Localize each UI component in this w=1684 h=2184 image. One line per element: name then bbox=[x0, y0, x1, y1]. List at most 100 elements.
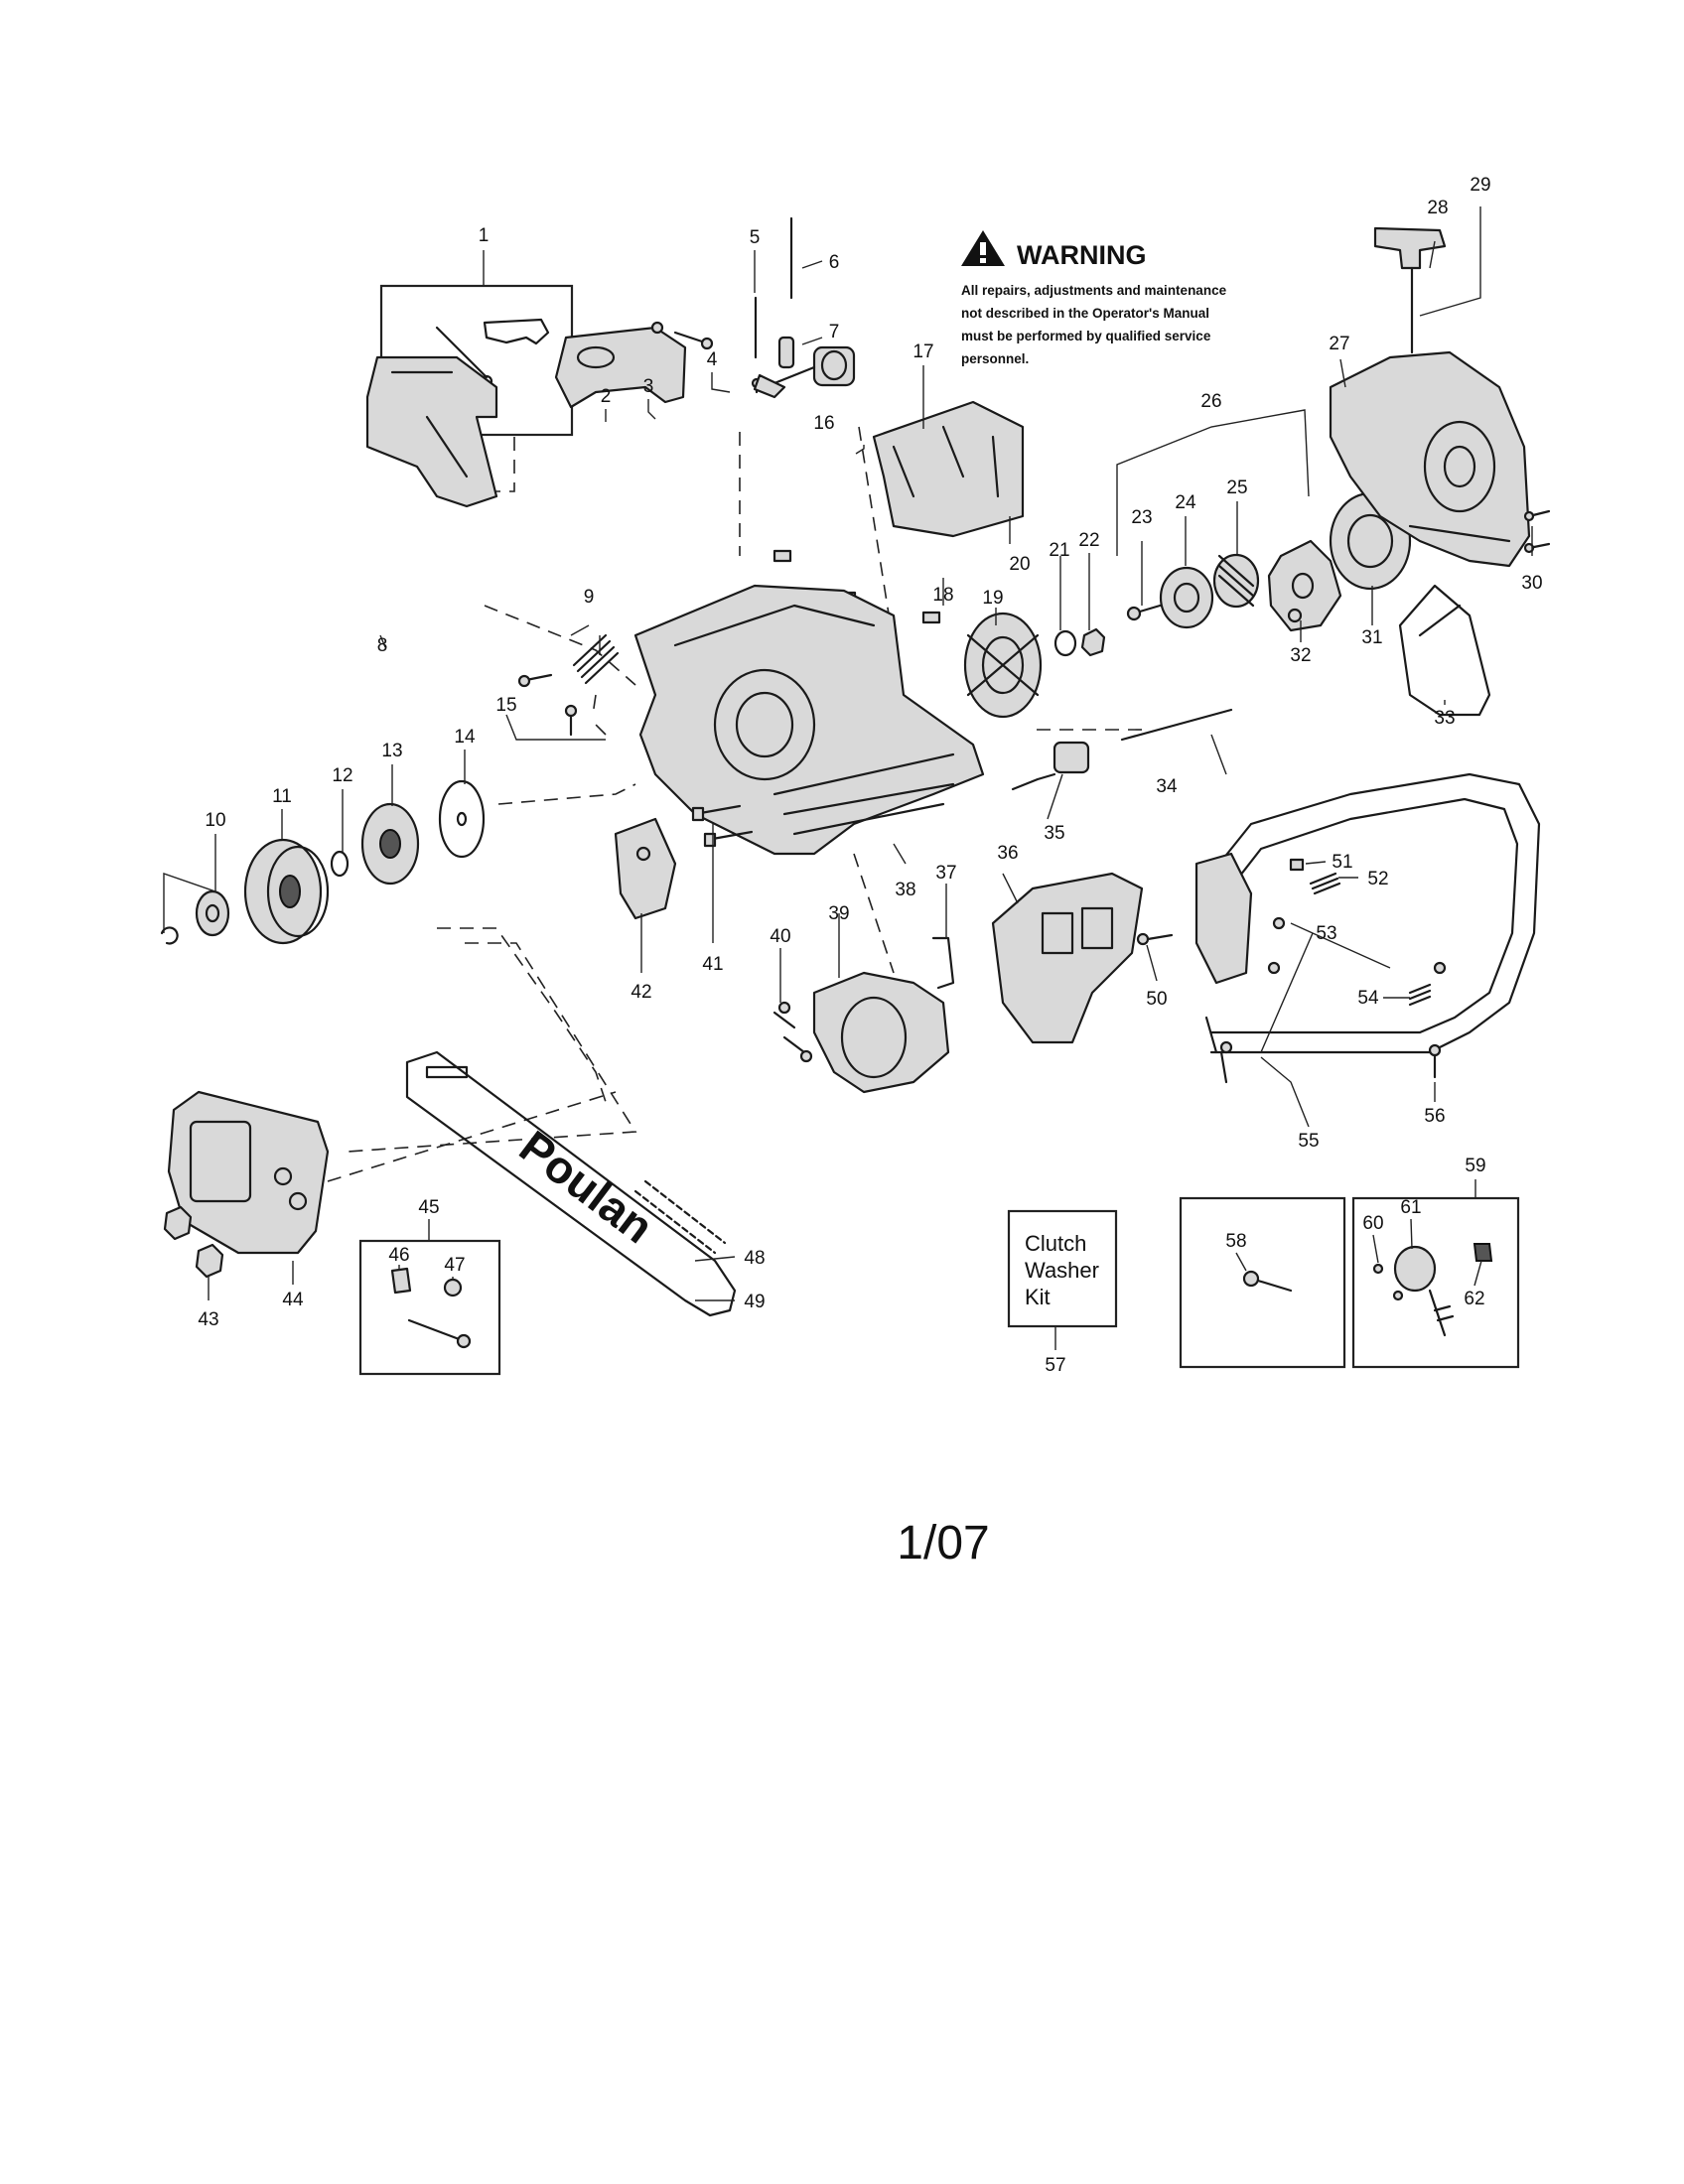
callout-39: 39 bbox=[828, 903, 849, 924]
part-46-adjuster bbox=[390, 1267, 412, 1295]
part-62-filter bbox=[1473, 1243, 1493, 1262]
part-37-clip bbox=[931, 936, 955, 990]
part-box-59 bbox=[1351, 1196, 1520, 1369]
callout-53: 53 bbox=[1316, 923, 1336, 944]
part-16-fuel-filter bbox=[753, 345, 856, 399]
part-3-screw bbox=[650, 321, 714, 350]
callout-42: 42 bbox=[631, 982, 651, 1003]
callout-38: 38 bbox=[895, 880, 915, 900]
part-61-oil-pump bbox=[1393, 1245, 1455, 1337]
part-19-flywheel bbox=[963, 612, 1043, 719]
kit-line-2: Washer bbox=[1025, 1258, 1099, 1283]
callout-34: 34 bbox=[1156, 776, 1178, 797]
part-41-bolts bbox=[691, 804, 754, 848]
warning-line-2: not described in the Operator's Manual bbox=[961, 306, 1209, 321]
callout-30: 30 bbox=[1521, 573, 1542, 594]
callout-22: 22 bbox=[1078, 530, 1099, 551]
callout-6: 6 bbox=[829, 252, 840, 273]
callout-28: 28 bbox=[1427, 198, 1448, 218]
part-39-oil-pump-cover bbox=[812, 971, 950, 1094]
part-35-fitting bbox=[1011, 741, 1090, 791]
callout-17: 17 bbox=[912, 341, 933, 362]
callout-54: 54 bbox=[1357, 988, 1379, 1009]
warning-line-3: must be performed by qualified service bbox=[961, 329, 1211, 343]
part-27-starter-housing bbox=[1329, 350, 1531, 568]
callout-32: 32 bbox=[1290, 645, 1311, 666]
callout-25: 25 bbox=[1226, 478, 1247, 498]
kit-line-1: Clutch bbox=[1025, 1231, 1086, 1256]
callout-3: 3 bbox=[643, 376, 654, 397]
callout-5: 5 bbox=[750, 227, 761, 248]
callout-59: 59 bbox=[1465, 1156, 1485, 1176]
callout-18: 18 bbox=[932, 585, 953, 606]
callout-29: 29 bbox=[1470, 175, 1490, 196]
callout-62: 62 bbox=[1464, 1289, 1484, 1309]
part-36-hand-guard bbox=[991, 872, 1144, 1044]
part-box-45 bbox=[358, 1239, 501, 1376]
part-12-washer bbox=[330, 850, 350, 878]
callout-20: 20 bbox=[1009, 554, 1030, 575]
callout-35: 35 bbox=[1044, 823, 1064, 844]
callout-11: 11 bbox=[272, 786, 292, 807]
part-55-front-handle bbox=[1194, 772, 1541, 1054]
callout-23: 23 bbox=[1131, 507, 1152, 528]
part-56-screw bbox=[1428, 1043, 1442, 1079]
part-7-fitting bbox=[777, 336, 795, 369]
part-15-screws bbox=[517, 673, 578, 737]
callout-52: 52 bbox=[1367, 869, 1388, 889]
callout-31: 31 bbox=[1361, 627, 1382, 648]
callout-44: 44 bbox=[282, 1290, 304, 1310]
part-54-spring bbox=[1408, 983, 1432, 1007]
callout-4: 4 bbox=[707, 349, 718, 370]
callout-51: 51 bbox=[1332, 852, 1352, 873]
part-43-nuts bbox=[163, 1205, 224, 1279]
part-32-screw bbox=[1287, 608, 1303, 623]
part-38-crankcase bbox=[633, 584, 985, 856]
warning-line-4: personnel. bbox=[961, 351, 1029, 366]
warning-line-1: All repairs, adjustments and maintenance bbox=[961, 283, 1227, 298]
part-13-clutch bbox=[360, 802, 420, 886]
callout-12: 12 bbox=[332, 765, 352, 786]
callout-49: 49 bbox=[744, 1292, 765, 1312]
callout-61: 61 bbox=[1400, 1197, 1421, 1218]
callout-48: 48 bbox=[744, 1248, 765, 1269]
part-20-heat-shield bbox=[872, 400, 1025, 538]
callout-36: 36 bbox=[997, 843, 1018, 864]
part-44-sprocket-cover bbox=[167, 1090, 330, 1255]
callout-8: 8 bbox=[377, 635, 388, 656]
part-11-clutch-drum bbox=[243, 838, 330, 945]
callout-10: 10 bbox=[205, 810, 225, 831]
page-number: 1/07 bbox=[897, 1517, 989, 1570]
warning-title: WARNING bbox=[1017, 240, 1147, 270]
callout-1: 1 bbox=[479, 225, 490, 246]
callout-numbers: 1 2 3 4 5 6 7 8 9 10 11 12 13 14 15 16 1… bbox=[198, 175, 1542, 1376]
callout-14: 14 bbox=[454, 727, 476, 748]
callout-26: 26 bbox=[1200, 391, 1221, 412]
callout-56: 56 bbox=[1424, 1106, 1445, 1127]
part-49-guide-bar: Poulan bbox=[405, 1050, 737, 1317]
callout-60: 60 bbox=[1362, 1213, 1383, 1234]
part-10-washer bbox=[160, 889, 230, 945]
part-51-pin bbox=[1289, 858, 1305, 872]
callout-58: 58 bbox=[1225, 1231, 1246, 1252]
callout-55: 55 bbox=[1298, 1131, 1319, 1152]
part-40-screws bbox=[772, 1001, 813, 1063]
callout-33: 33 bbox=[1434, 708, 1455, 729]
part-28-starter-handle bbox=[1373, 226, 1447, 354]
part-50-screw bbox=[1136, 932, 1174, 946]
callout-9: 9 bbox=[584, 587, 595, 608]
callout-15: 15 bbox=[495, 695, 516, 716]
part-33-starter-guard bbox=[1398, 584, 1491, 717]
callout-19: 19 bbox=[982, 588, 1003, 609]
callout-50: 50 bbox=[1146, 989, 1167, 1010]
part-14-plate bbox=[438, 779, 486, 859]
part-24-pulley bbox=[1159, 566, 1214, 629]
callout-13: 13 bbox=[381, 741, 402, 761]
part-8-rear-handle bbox=[365, 355, 498, 508]
callout-46: 46 bbox=[388, 1245, 409, 1266]
part-34-rod bbox=[1120, 708, 1233, 742]
bar-brand-label: Poulan bbox=[510, 1120, 663, 1253]
clutch-washer-kit-box bbox=[1007, 1209, 1118, 1328]
part-42-plate bbox=[614, 817, 677, 920]
callout-45: 45 bbox=[418, 1197, 439, 1218]
